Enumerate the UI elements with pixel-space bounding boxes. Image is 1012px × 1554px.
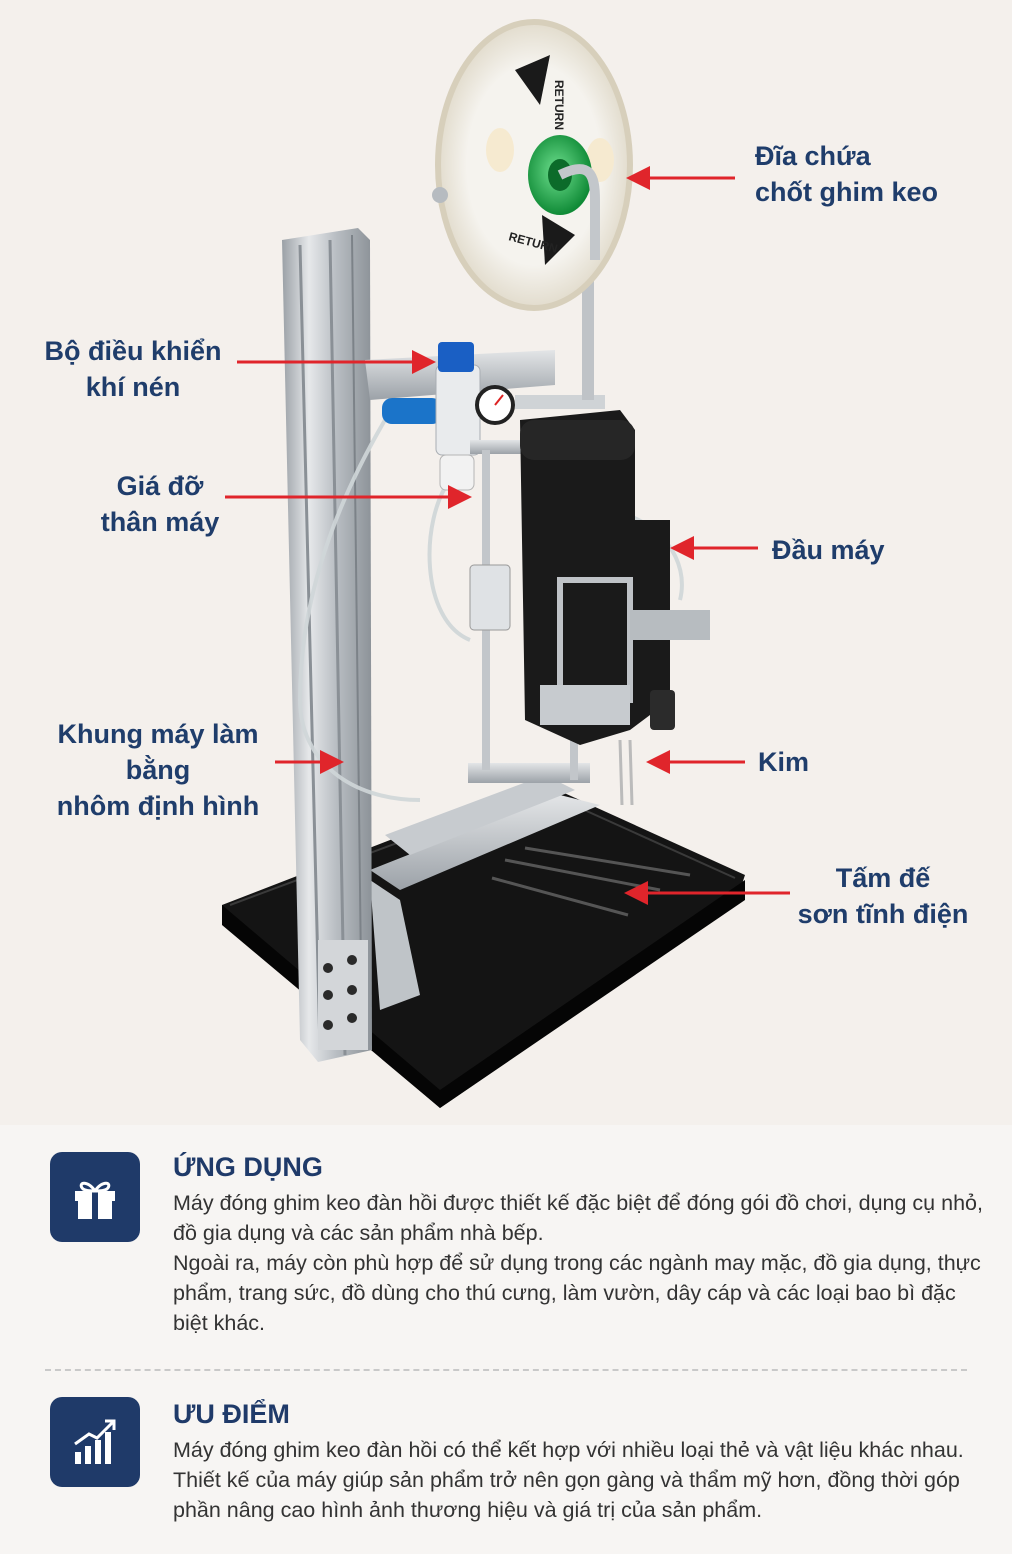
callout-base: Tấm đế sơn tĩnh điện — [788, 860, 978, 932]
callout-frame: Khung máy làm bằng nhôm định hình — [22, 716, 294, 824]
callout-needle: Kim — [758, 744, 809, 780]
callout-needle-text: Kim — [758, 747, 810, 777]
applications-paragraph: Ngoài ra, máy còn phù hợp để sử dụng tro… — [173, 1251, 981, 1335]
applications-paragraph: Máy đóng ghim keo đàn hồi được thiết kế … — [173, 1191, 983, 1245]
callout-regulator-text: Bộ điều khiển khí nén — [44, 336, 222, 402]
gift-icon — [50, 1152, 140, 1242]
disc-label-top: RETURN — [552, 80, 566, 130]
callout-head: Đầu máy — [772, 532, 885, 568]
callout-disc: Đĩa chứa chốt ghim keo — [755, 138, 938, 210]
needle — [618, 739, 634, 806]
section-body-applications: Máy đóng ghim keo đàn hồi được thiết kế … — [173, 1188, 993, 1338]
callout-frame-text: Khung máy làm bằng nhôm định hình — [56, 719, 260, 821]
info-panel — [0, 1125, 1012, 1554]
machine-illustration: RETURN RETURN — [222, 19, 790, 1108]
base-frame — [370, 763, 600, 1010]
section-body-advantages: Máy đóng ghim keo đàn hồi có thể kết hợp… — [173, 1435, 993, 1525]
callout-regulator: Bộ điều khiển khí nén — [38, 333, 228, 405]
callout-disc-text: Đĩa chứa chốt ghim keo — [755, 141, 939, 207]
growth-chart-icon — [50, 1397, 140, 1487]
callout-arrows — [225, 166, 790, 905]
callout-body-holder: Giá đỡ thân máy — [80, 468, 240, 540]
advantages-paragraph: Máy đóng ghim keo đàn hồi có thể kết hợp… — [173, 1438, 964, 1522]
section-title-advantages: ƯU ĐIỂM — [173, 1399, 290, 1429]
machine-head — [520, 410, 710, 745]
callout-body-holder-text: Giá đỡ thân máy — [100, 471, 220, 537]
air-regulator — [382, 342, 515, 491]
callout-base-text: Tấm đế sơn tĩnh điện — [797, 863, 969, 929]
product-hero: RETURN RETURN Đĩa chứa chốt ghim keo Bộ … — [22, 19, 978, 1108]
section-divider — [45, 1369, 967, 1371]
callout-head-text: Đầu máy — [772, 535, 885, 565]
return-disc: RETURN RETURN — [432, 19, 633, 311]
section-title-applications: ỨNG DỤNG — [173, 1152, 323, 1182]
